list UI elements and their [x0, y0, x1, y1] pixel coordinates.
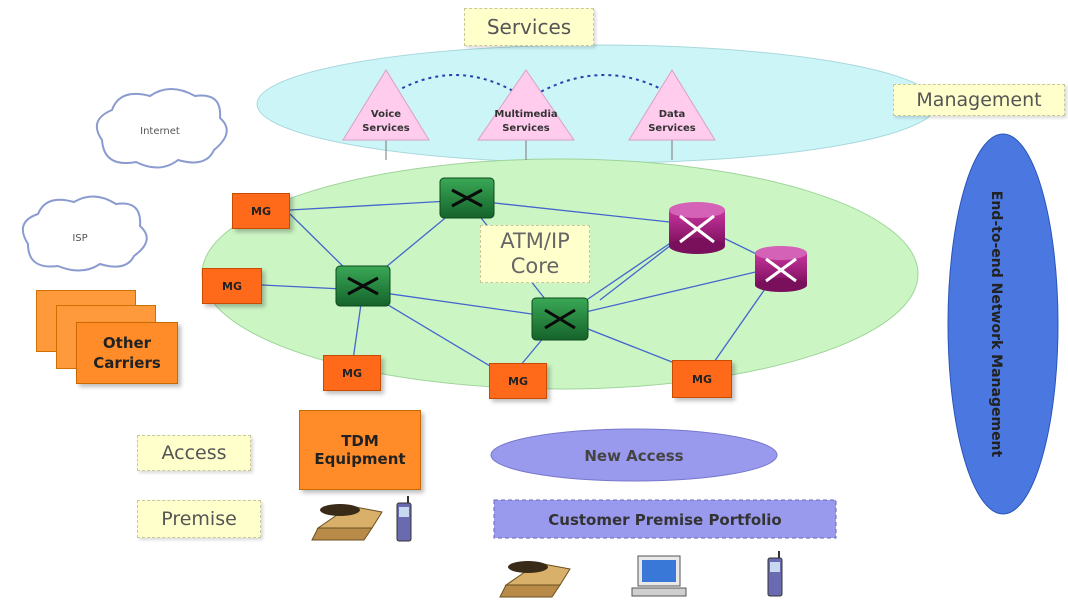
management-vertical-label: End-to-end Network Management: [988, 191, 1004, 458]
service-link-arc: [389, 74, 521, 96]
other-carriers-line1: Other: [102, 334, 152, 352]
other-carriers-line2: Carriers: [93, 354, 161, 372]
data-services-triangle: [628, 69, 716, 141]
customer-premise-label: Customer Premise Portfolio: [548, 511, 781, 529]
mobile-phone-icon: [396, 496, 412, 542]
atm-switch-icon: [439, 177, 495, 219]
other-carriers-box: Other Carriers: [76, 322, 178, 384]
service-link-arc: [534, 74, 673, 96]
voice-services-triangle: [342, 69, 430, 141]
tdm-line1: TDM: [341, 432, 379, 450]
new-access-ellipse: [490, 428, 778, 482]
isp-label: ISP: [72, 233, 87, 244]
internet-cloud-icon: [95, 88, 228, 169]
core-label-line2: Core: [510, 254, 560, 278]
multimedia-services-line2: Services: [502, 123, 550, 134]
tdm-equipment-box: TDM Equipment: [299, 410, 421, 490]
premise-label: Premise: [137, 500, 261, 538]
voice-services-line1: Voice: [371, 109, 401, 120]
services-title: Services: [464, 8, 594, 46]
isp-cloud-icon: [21, 195, 148, 272]
services-ellipse: [256, 44, 938, 164]
media-gateway-box: MG: [489, 363, 547, 399]
data-services-line2: Services: [648, 123, 696, 134]
core-label-line1: ATM/IP: [500, 229, 570, 253]
new-access-label: New Access: [584, 447, 683, 465]
core-label: ATM/IP Core: [480, 225, 590, 283]
customer-premise-bar: [493, 499, 837, 539]
atm-switch-icon: [335, 265, 391, 307]
tdm-line2: Equipment: [314, 450, 406, 468]
media-gateway-box: MG: [202, 268, 262, 304]
data-services-line1: Data: [659, 109, 686, 120]
management-title: Management: [893, 84, 1065, 116]
ip-router-icon: [755, 246, 807, 292]
computer-icon: [631, 555, 687, 597]
media-gateway-box: MG: [232, 193, 290, 229]
voice-services-line2: Services: [362, 123, 410, 134]
telephone-icon: [311, 504, 383, 541]
multimedia-services-triangle: [477, 69, 575, 141]
multimedia-services-line1: Multimedia: [494, 109, 557, 120]
media-gateway-box: MG: [672, 360, 732, 398]
access-label: Access: [137, 435, 251, 471]
ip-router-icon: [669, 202, 725, 254]
management-ellipse: [947, 133, 1059, 515]
atm-switch-icon: [531, 297, 589, 341]
mobile-phone-icon: [767, 551, 783, 597]
internet-label: Internet: [140, 126, 180, 137]
media-gateway-box: MG: [323, 355, 381, 391]
telephone-icon: [499, 561, 571, 598]
